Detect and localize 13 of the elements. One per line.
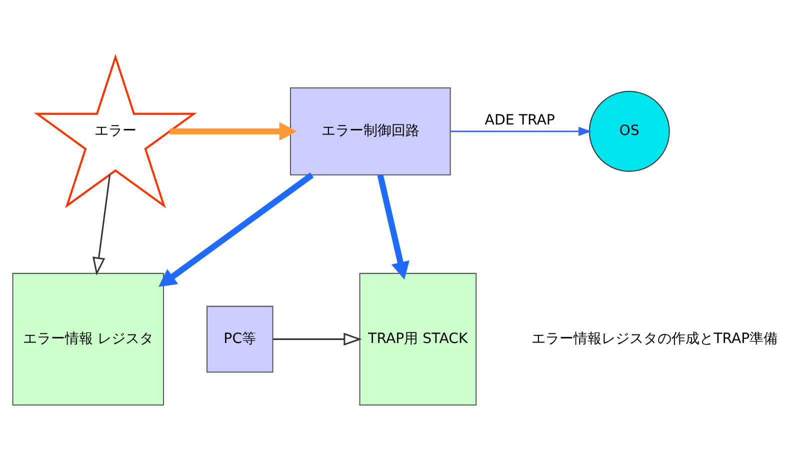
arrow — [170, 122, 297, 141]
arrow — [158, 172, 314, 287]
node-box: PC等 — [206, 306, 274, 373]
node-box: TRAP用 STACK — [359, 272, 477, 406]
edge-label: ADE TRAP — [484, 112, 555, 128]
node-box: エラー情報 レジスタ — [12, 272, 164, 406]
label: エラー情報レジスタの作成とTRAP準備 — [532, 330, 778, 347]
arrow — [377, 174, 410, 280]
node-box: エラー制御回路 — [290, 87, 451, 176]
arrow — [450, 126, 592, 136]
arrow — [272, 332, 362, 346]
arrow — [92, 174, 111, 276]
node-circle: OS — [588, 90, 670, 172]
